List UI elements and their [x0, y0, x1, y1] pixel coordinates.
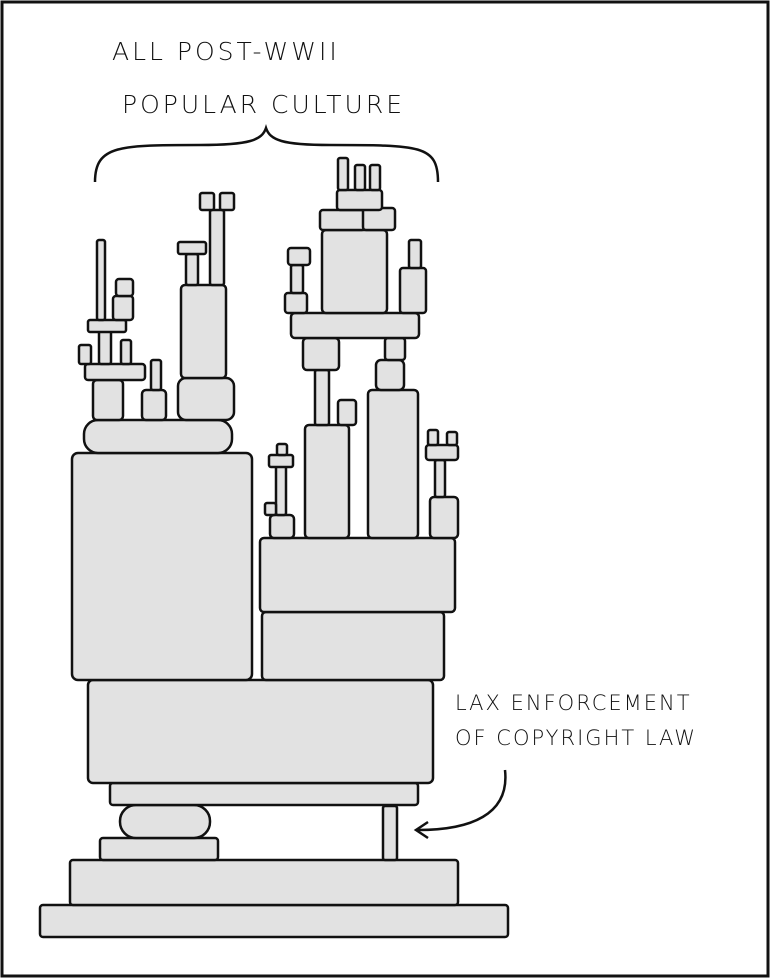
- block: [407, 238, 423, 270]
- block: [313, 368, 331, 427]
- block: [336, 398, 358, 427]
- block: [176, 376, 236, 422]
- block: [424, 443, 460, 462]
- arrow-head-icon: [413, 820, 429, 840]
- block: [118, 803, 212, 840]
- block: [398, 266, 428, 315]
- block: [374, 358, 406, 392]
- block: [184, 252, 200, 287]
- block: [303, 423, 351, 540]
- block: [263, 501, 278, 517]
- block: [149, 358, 163, 392]
- copyright-label-line2: OF COPYRIGHT LAW: [455, 726, 697, 750]
- block: [218, 191, 236, 212]
- block: [275, 442, 289, 457]
- block: [176, 240, 208, 256]
- block: [70, 451, 254, 682]
- block: [366, 388, 420, 540]
- block: [208, 208, 226, 287]
- block: [111, 294, 135, 322]
- block: [82, 418, 234, 455]
- block: [301, 336, 341, 372]
- block: [114, 277, 135, 298]
- block: [445, 430, 459, 447]
- block: [77, 343, 93, 366]
- block: [268, 513, 296, 540]
- block-tower: [38, 156, 510, 939]
- block: [267, 453, 295, 469]
- block: [335, 188, 384, 212]
- copyright-label-line1: LAX ENFORCEMENT: [455, 691, 692, 715]
- block: [318, 208, 367, 232]
- block: [86, 318, 128, 334]
- block: [289, 263, 305, 295]
- block: [86, 678, 435, 785]
- block: [336, 156, 350, 192]
- block: [353, 163, 367, 192]
- popular-culture-label-line1: ALL POST-WWII: [112, 37, 340, 66]
- block: [97, 328, 113, 366]
- block: [260, 610, 446, 682]
- block: [179, 283, 228, 380]
- base-block: [38, 903, 510, 939]
- block: [320, 228, 389, 315]
- block: [119, 338, 133, 366]
- block: [286, 246, 312, 267]
- block: [140, 388, 168, 422]
- curly-brace: [93, 124, 440, 183]
- block: [108, 781, 420, 807]
- block: [428, 495, 460, 540]
- block: [95, 238, 107, 322]
- block: [91, 378, 125, 422]
- block: [83, 362, 147, 382]
- block: [198, 191, 216, 212]
- block: [368, 163, 382, 192]
- arrow-line: [417, 769, 507, 832]
- popular-culture-label-line2: POPULAR CULTURE: [122, 90, 405, 119]
- block: [426, 428, 440, 447]
- block: [361, 206, 397, 232]
- block: [68, 858, 460, 907]
- block: [274, 463, 288, 517]
- block: [98, 836, 220, 862]
- block: [289, 311, 421, 340]
- copyright-support-pole: [381, 804, 399, 862]
- block: [258, 536, 457, 614]
- block: [433, 458, 447, 499]
- block: [283, 291, 309, 315]
- block: [383, 336, 407, 362]
